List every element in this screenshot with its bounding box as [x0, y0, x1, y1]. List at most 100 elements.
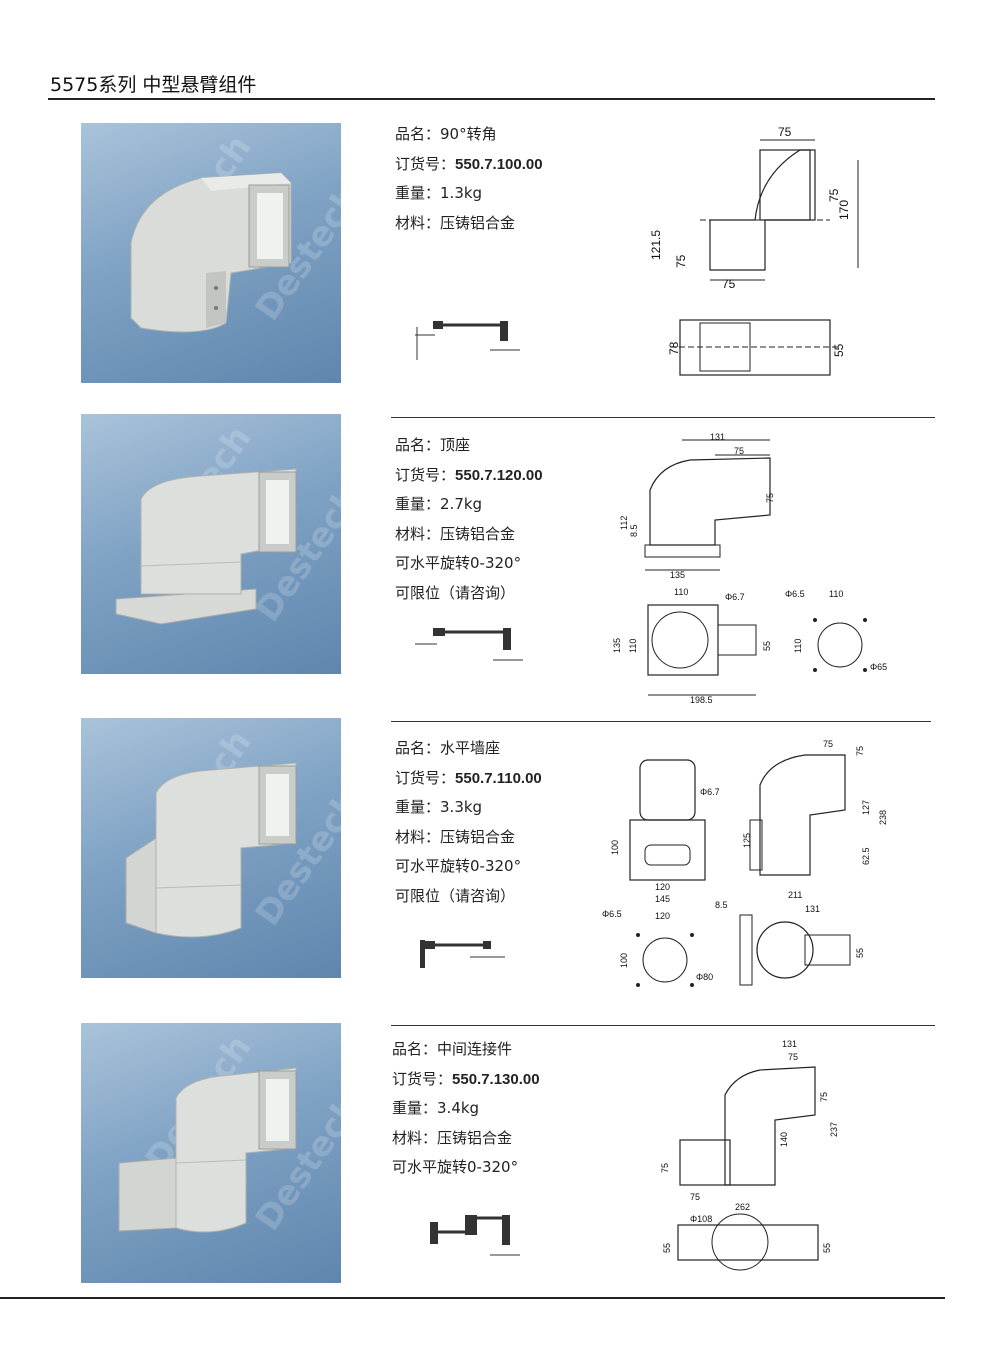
order-number: 550.7.130.00 [452, 1070, 540, 1088]
drawing-elbow-side: 75 75 170 75 121.5 75 [649, 125, 859, 291]
dim-3c: 120 [655, 882, 670, 892]
material-value: 压铸铝合金 [440, 827, 516, 846]
dim-3h: 127 [861, 800, 871, 815]
dim-2m: Φ6.5 [785, 589, 805, 599]
weight-value: 3.4kg [437, 1099, 480, 1117]
dim-2b: 75 [734, 446, 744, 456]
drawing-top-mount-holes: Φ6.5 110 110 Φ65 [785, 589, 887, 672]
drawing-connector-side: 131 75 75 237 140 75 75 [660, 1039, 839, 1202]
name-value: 顶座 [440, 436, 471, 454]
dim-4c: 75 [819, 1092, 829, 1102]
dim-2p: Φ65 [870, 662, 887, 672]
material-value: 压铸铝合金 [440, 213, 516, 232]
name-label: 品名： [395, 436, 441, 454]
dim-4e: 140 [779, 1132, 789, 1147]
dim-1f: 75 [722, 277, 736, 291]
dim-1d: 121.5 [649, 230, 663, 260]
drawing-wall-mount-holes: Φ6.5 120 100 Φ80 [602, 909, 713, 987]
dim-1a: 75 [778, 125, 792, 139]
dim-4g: 75 [690, 1192, 700, 1202]
dim-3g: 125 [742, 833, 752, 848]
rotation-note: 可水平旋转0-320° [392, 1158, 519, 1176]
dim-3j: 62.5 [861, 847, 871, 865]
order-label: 订货号： [395, 154, 456, 173]
dim-2k: 55 [762, 641, 772, 651]
dim-4k: 55 [822, 1243, 832, 1253]
dim-4j: 55 [662, 1243, 672, 1253]
dim-3a: Φ6.7 [700, 787, 720, 797]
weight-label: 重量： [392, 1099, 438, 1117]
weight-value: 2.7kg [440, 495, 483, 513]
order-label: 订货号： [395, 465, 456, 484]
order-label: 订货号： [395, 768, 456, 787]
dim-2c: 75 [765, 493, 775, 503]
dim-2g: 110 [674, 587, 688, 597]
order-number: 550.7.100.00 [455, 155, 543, 173]
dim-2n: 110 [829, 589, 843, 599]
product-info-2: 品名：顶座 订货号：550.7.120.00 重量：2.7kg 材料：压铸铝合金… [395, 431, 543, 608]
material-label: 材料： [395, 524, 441, 543]
drawing-wall-mount-top: 8.5 211 131 55 [715, 890, 865, 986]
dim-3m: 131 [805, 904, 820, 914]
dim-2f: 135 [670, 570, 685, 580]
dim-3i: 238 [878, 810, 888, 825]
dim-1g: 78 [667, 341, 681, 355]
dim-3o: 120 [655, 911, 670, 921]
dim-4d: 237 [829, 1122, 839, 1137]
material-label: 材料： [395, 827, 441, 846]
dim-3d: 145 [655, 894, 670, 904]
elbow-render [130, 172, 292, 333]
dim-2j: 110 [628, 639, 638, 653]
drawing-top-mount-side: 131 75 75 112 8.5 135 [619, 432, 775, 580]
name-label: 品名： [395, 739, 441, 757]
wall-mount-render [125, 762, 297, 938]
dim-2o: 110 [793, 639, 803, 653]
dim-2a: 131 [710, 432, 725, 442]
weight-label: 重量： [395, 798, 441, 816]
dim-2l: 198.5 [690, 695, 713, 705]
name-value: 水平墙座 [440, 739, 501, 757]
dim-3p: 100 [619, 953, 629, 968]
material-value: 压铸铝合金 [440, 524, 516, 543]
product-photo-top-mount: Destech Destech [81, 414, 341, 674]
dim-1e: 75 [674, 254, 688, 268]
product-info-1: 品名：90°转角 订货号：550.7.100.00 重量：1.3kg 材料：压铸… [395, 120, 543, 238]
weight-value: 1.3kg [440, 184, 483, 202]
page-title: 5575系列 中型悬臂组件 [50, 74, 257, 96]
dim-2h: Φ6.7 [725, 592, 745, 602]
dim-4f: 75 [660, 1163, 670, 1173]
dim-3n: Φ6.5 [602, 909, 622, 919]
top-mount-render [115, 468, 297, 625]
product-photo-middle-connector: Destech Destech [81, 1023, 341, 1283]
rotation-note: 可水平旋转0-320° [395, 857, 522, 875]
dim-4b: 75 [788, 1052, 798, 1062]
dim-4h: 262 [735, 1202, 750, 1212]
dim-2d: 112 [619, 516, 629, 530]
section-divider [391, 1025, 935, 1026]
dim-1b: 75 [827, 188, 841, 202]
dim-3b: 100 [610, 840, 620, 855]
dim-3r: 55 [855, 948, 865, 958]
schematic-4 [430, 1215, 520, 1256]
weight-label: 重量： [395, 184, 441, 202]
section-divider [391, 721, 931, 722]
material-label: 材料： [392, 1128, 438, 1147]
dim-3e: 75 [823, 739, 833, 749]
dim-3k: 8.5 [715, 900, 728, 910]
limit-note: 可限位（请咨询） [395, 886, 516, 905]
rotation-note: 可水平旋转0-320° [395, 554, 522, 572]
drawing-elbow-top: 78 55 [667, 319, 846, 376]
schematic-1 [415, 321, 520, 360]
product-photo-wall-mount: Destech Destech [81, 718, 341, 978]
order-number: 550.7.110.00 [455, 769, 542, 787]
dim-1c: 170 [837, 200, 851, 220]
dim-3q: Φ80 [696, 972, 713, 982]
name-label: 品名： [395, 125, 441, 143]
middle-connector-render [118, 1067, 297, 1233]
drawing-wall-mount-front: Φ6.7 100 120 145 [610, 759, 720, 904]
title-divider [48, 98, 935, 100]
dim-4a: 131 [782, 1039, 797, 1049]
drawing-top-mount-plan: 110 Φ6.7 135 110 55 198.5 [612, 587, 772, 705]
name-label: 品名： [392, 1040, 438, 1058]
product-photo-90-elbow: Destech Destech [81, 123, 341, 383]
